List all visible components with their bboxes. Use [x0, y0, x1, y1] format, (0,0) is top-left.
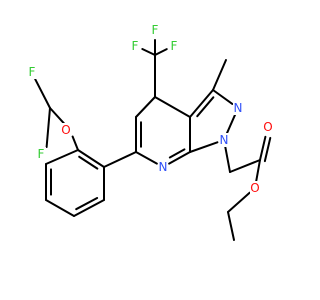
atom-label-f-chf2-bottom: F — [38, 147, 45, 161]
bond-o-ethyl — [227, 191, 251, 213]
bond-ch2-co — [229, 159, 261, 173]
atom-label-bg — [263, 120, 273, 134]
bond-c3a-c3-inner — [196, 96, 215, 118]
atom-label-bg — [158, 160, 168, 174]
atom-label-f-cf3-left: F — [132, 39, 139, 53]
bond-ar5-6 — [73, 199, 105, 217]
bond-ethyl-cc — [227, 211, 235, 241]
atom-label-o-ester: O — [250, 181, 259, 195]
bond-c-o-ester — [255, 159, 261, 183]
bond-ar5-6-inner — [75, 196, 99, 211]
bond-aryl-o — [71, 135, 79, 151]
bond-cf3-f1 — [141, 47, 156, 56]
bond-n7-c6 — [135, 151, 158, 165]
bond-c3-methyl — [212, 59, 227, 91]
bond-c7a-n7-inner — [168, 148, 186, 159]
bond-ar4-5 — [45, 199, 75, 217]
bond-chf2-f2 — [45, 107, 51, 149]
atom-label-bg — [36, 147, 46, 161]
bond-c3a-c3 — [189, 89, 214, 118]
atom-label-bg — [61, 123, 71, 137]
bond-c7a-n7 — [168, 151, 191, 165]
atom-label-bg — [150, 23, 160, 37]
bond-chf2-f1 — [34, 78, 51, 109]
bond-c5-c4 — [135, 96, 156, 118]
atom-label-o-carbonyl: O — [263, 120, 272, 134]
atom-label-o-ether: O — [61, 123, 70, 137]
bond-ar2-3 — [45, 149, 79, 165]
atom-label-n-pyrazole-1: N — [220, 133, 229, 147]
bond-ar1-2-inner — [78, 155, 99, 170]
atom-label-bg — [233, 101, 243, 115]
bond-cf3-f2 — [154, 48, 168, 56]
bond-ar1-2 — [77, 149, 105, 168]
atom-label-f-cf3-bottom: F — [152, 23, 159, 37]
bond-n2-n1 — [225, 113, 237, 135]
bond-c3-n2 — [212, 89, 234, 105]
atom-label-bg — [130, 39, 140, 53]
atom-label-bg — [219, 133, 229, 147]
atom-label-bg — [169, 39, 179, 53]
bond-c6-aryl — [103, 151, 137, 168]
bond-n1-ch2 — [224, 145, 231, 173]
bond-n1-c7a — [189, 141, 219, 153]
bonds — [34, 39, 272, 241]
atom-label-n-pyrazole-2: N — [234, 101, 243, 115]
atom-label-bg — [27, 65, 37, 79]
atom-label-bg — [250, 181, 260, 195]
atom-label-n-pyridine: N — [159, 160, 168, 174]
bond-o-chf2 — [49, 107, 67, 126]
bond-c-o-double — [259, 135, 267, 161]
bond-c4-c3a — [154, 96, 191, 118]
atom-label-f-cf3-right: F — [171, 39, 178, 53]
bond-c-o-double-second — [263, 136, 272, 163]
atom-label-f-chf2-top: F — [29, 65, 36, 79]
